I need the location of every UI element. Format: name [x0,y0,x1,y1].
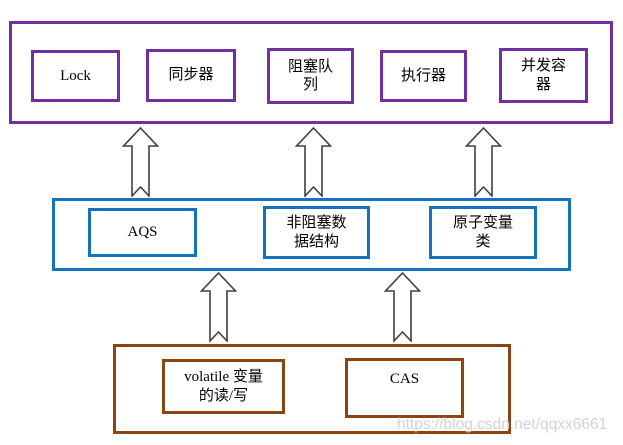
node-concurrent-container: 并发容 器 [499,48,588,103]
up-arrow-shape [384,272,421,342]
node-synchronizer: 同步器 [146,49,236,102]
node-atomic-variable-class: 原子变量 类 [429,206,537,259]
up-arrow-icon [200,272,237,342]
up-arrow-shape [200,272,237,342]
up-arrow-icon [465,127,502,197]
up-arrow-shape [295,127,332,197]
node-volatile-read-write: volatile 变量 的读/写 [162,359,285,414]
node-cas: CAS [345,358,464,418]
up-arrow-icon [122,127,159,197]
up-arrow-icon [384,272,421,342]
up-arrow-shape [465,127,502,197]
node-lock: Lock [31,50,120,102]
csdn-watermark: https://blog.csdn.net/qqxx6661 [397,416,608,433]
up-arrow-shape [122,127,159,197]
node-blocking-queue: 阻塞队 列 [267,48,354,104]
node-executor: 执行器 [380,50,467,102]
node-nonblocking-data-structure: 非阻塞数 据结构 [263,206,370,259]
up-arrow-icon [295,127,332,197]
node-aqs: AQS [88,208,197,257]
